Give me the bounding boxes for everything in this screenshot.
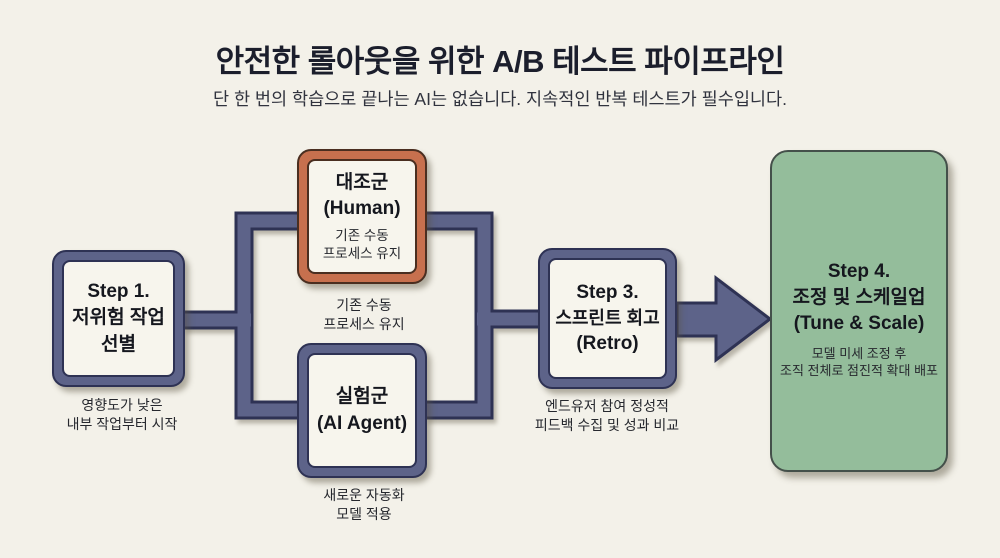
node-control-sub2: 프로세스 유지 (322, 246, 402, 262)
node-step3-line3: (Retro) (576, 332, 639, 354)
flow-arrow-icon (675, 274, 773, 364)
caption-experiment-group: 새로운 자동화 모델 적용 (294, 486, 434, 524)
node-step3-panel: Step 3. 스프린트 회고 (Retro) (548, 258, 667, 379)
node-step3-line2: 스프린트 회고 (555, 308, 660, 329)
node-step4-line2: 조정 및 스케일업 (792, 286, 926, 308)
node-experiment-panel: 실험군 (AI Agent) (307, 353, 417, 468)
node-experiment-line1: 실험군 (335, 386, 389, 408)
node-control-group-human: 대조군 (Human) 기존 수동 프로세스 유지 (297, 149, 427, 284)
split-connector-left-outline (234, 211, 300, 420)
caption-step1-line1: 영향도가 낮은 (81, 397, 163, 413)
node-experiment-line2: (AI Agent) (316, 412, 408, 434)
node-control-line2: (Human) (323, 198, 401, 220)
node-control-panel: 대조군 (Human) 기존 수동 프로세스 유지 (307, 159, 417, 274)
caption-step3-line2: 피드백 수집 및 성과 비교 (534, 416, 680, 433)
caption-step3: 엔드유저 참여 정성적 피드백 수집 및 성과 비교 (522, 397, 692, 435)
caption-control-line2: 프로세스 유지 (323, 315, 405, 332)
node-step4-sub2: 조직 전체로 점진적 확대 배포 (780, 363, 938, 379)
caption-step3-line1: 엔드유저 참여 정성적 (545, 398, 669, 414)
caption-step1: 영향도가 낮은 내부 작업부터 시작 (42, 396, 202, 434)
node-step4-line1: Step 4. (827, 260, 891, 282)
caption-experiment-line2: 모델 적용 (336, 505, 392, 522)
node-step1-line2: 저위험 작업 (72, 307, 165, 329)
caption-experiment-line1: 새로운 자동화 (323, 487, 405, 503)
node-step1-line1: Step 1. (87, 281, 150, 303)
node-step1-panel: Step 1. 저위험 작업 선별 (62, 260, 175, 377)
node-step4-sub1: 모델 미세 조정 후 (811, 346, 907, 362)
caption-control-line1: 기존 수동 (336, 297, 392, 313)
caption-control-group: 기존 수동 프로세스 유지 (294, 296, 434, 334)
node-step3-line1: Step 3. (576, 281, 639, 303)
page-title: 안전한 롤아웃을 위한 A/B 테스트 파이프라인 (215, 44, 785, 79)
node-step4-line3: (Tune & Scale) (793, 312, 925, 334)
node-step3-sprint-retro: Step 3. 스프린트 회고 (Retro) (538, 248, 677, 389)
page-subtitle: 단 한 번의 학습으로 끝나는 AI는 없습니다. 지속적인 반복 테스트가 필… (213, 89, 787, 109)
node-step1-line3: 선별 (101, 333, 136, 355)
node-step1-low-risk-selection: Step 1. 저위험 작업 선별 (52, 250, 185, 387)
caption-step1-line2: 내부 작업부터 시작 (66, 415, 178, 432)
node-step4-tune-and-scale: Step 4. 조정 및 스케일업 (Tune & Scale) 모델 미세 조… (770, 150, 948, 472)
node-control-sub1: 기존 수동 (335, 228, 389, 244)
node-control-line1: 대조군 (335, 171, 389, 193)
node-experiment-group-ai-agent: 실험군 (AI Agent) (297, 343, 427, 478)
